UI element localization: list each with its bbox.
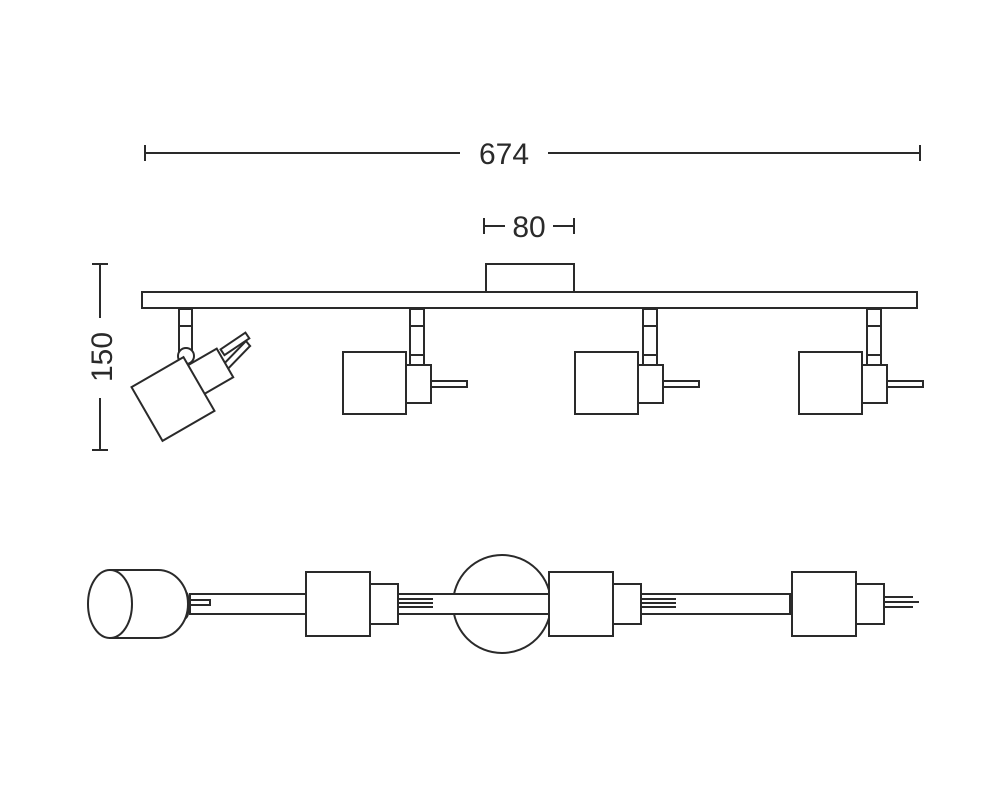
spot-2 — [342, 308, 468, 415]
top-spot-2 — [305, 571, 433, 637]
height-dimension: 150 — [86, 263, 119, 451]
spot-1-tilted — [130, 308, 252, 443]
top-spot-4 — [791, 571, 919, 637]
top-bar — [189, 593, 791, 615]
front-view — [130, 263, 924, 443]
canopy-width-dimension: 80 — [483, 211, 575, 244]
overall-width-label: 674 — [479, 138, 529, 171]
top-view — [87, 554, 919, 654]
height-label: 150 — [86, 332, 119, 382]
spot-4 — [798, 308, 924, 415]
top-spot-3 — [548, 571, 676, 637]
top-spot-1 — [87, 569, 211, 639]
spot-3 — [574, 308, 700, 415]
mounting-bar — [141, 291, 918, 309]
overall-width-dimension: 674 — [144, 138, 921, 171]
canopy-width-label: 80 — [512, 211, 545, 244]
canopy — [485, 263, 575, 293]
